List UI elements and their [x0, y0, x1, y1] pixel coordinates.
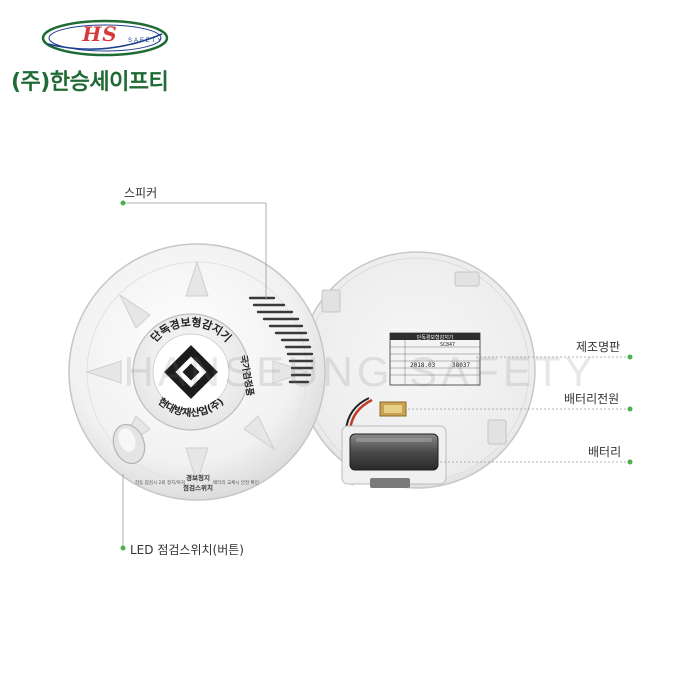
- nameplate-model: SC847: [440, 342, 455, 348]
- detector-back: 단독경보형감지기 SC847 2018.03 38037: [298, 251, 536, 489]
- nameplate-serial: 38037: [452, 362, 470, 369]
- emblem-icon: [164, 345, 218, 399]
- small-text-left: 작동 점검시 2회 정지/복귀: [135, 479, 185, 486]
- company-name: (주)한승세이프티: [11, 70, 169, 95]
- small-text-right: 배터리 교체시 안전 확인: [213, 479, 259, 486]
- detector-front: 단독경보형감지기 현대방재산업(주) 국가검정품 경보정지 점검스위치 작동 점…: [68, 243, 326, 501]
- callout-dots: [120, 200, 633, 551]
- callout-led-button: LED 점검스위치(버튼): [130, 543, 244, 557]
- logo-subtext: SAFETY: [128, 38, 164, 44]
- callout-speaker: 스피커: [124, 186, 158, 200]
- callout-battery-power: 배터리전원: [564, 392, 620, 406]
- callout-lines: [122, 202, 630, 548]
- led-test-button[interactable]: [108, 420, 150, 468]
- speaker-grille: [248, 296, 314, 384]
- battery: [349, 433, 439, 471]
- callout-battery: 배터리: [588, 445, 622, 459]
- nameplate: 단독경보형감지기 SC847 2018.03 38037: [389, 332, 481, 386]
- nameplate-date: 2018.03: [410, 362, 436, 369]
- label-test-switch: 점검스위치: [183, 483, 213, 492]
- logo-text: HS: [82, 22, 118, 46]
- nameplate-title: 단독경보형감지기: [417, 334, 454, 341]
- logo-swoosh-icon: [41, 19, 169, 57]
- callout-nameplate: 제조명판: [576, 340, 621, 354]
- label-alarm-stop: 경보정지: [186, 473, 210, 482]
- brand-logo: [40, 14, 170, 62]
